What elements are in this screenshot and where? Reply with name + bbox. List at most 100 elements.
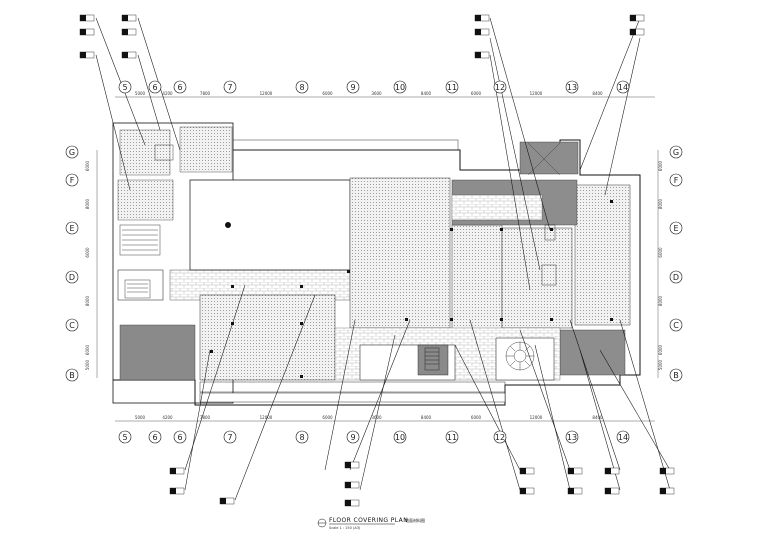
zone-tile-strip xyxy=(451,194,543,221)
grid-bubble-bottom-6: 10 xyxy=(393,430,407,444)
grid-bubble-top-10-label: 14 xyxy=(618,83,628,92)
grid-bubble-left-1: F xyxy=(65,173,79,187)
grid-bubble-top-6-circle xyxy=(393,80,407,94)
tag-d7 xyxy=(659,467,675,475)
tag-a2 xyxy=(121,14,137,22)
grid-bubble-right-4: C xyxy=(669,318,683,332)
dim-right-1: 8000 xyxy=(658,198,663,209)
grid-bubble-right-2-circle xyxy=(669,221,683,235)
zone-corner-dark xyxy=(519,141,579,175)
grid-bubble-left-3-label: D xyxy=(69,273,75,282)
grid-bubble-top-3: 7 xyxy=(223,80,237,94)
drawing-title-cn: 地面材料图 xyxy=(405,517,425,523)
zone-hall-west xyxy=(199,294,336,381)
grid-bubble-bottom-2-circle xyxy=(173,430,187,444)
grid-bubble-top-3-circle xyxy=(223,80,237,94)
tag-d1 xyxy=(519,467,535,475)
grid-bubble-top-1: 6 xyxy=(148,80,162,94)
tag-a3 xyxy=(79,28,95,36)
grid-bubble-right-4-label: C xyxy=(673,321,679,330)
zone-hall-east-c xyxy=(574,184,631,326)
grid-bubble-bottom-1-circle xyxy=(148,430,162,444)
dim-top-8: 12000 xyxy=(530,91,543,96)
grid-bubble-bottom-3: 7 xyxy=(223,430,237,444)
dim-bottom-0: 5000 xyxy=(135,415,146,420)
tag-a4 xyxy=(121,28,137,36)
grid-bubble-right-1-circle xyxy=(669,173,683,187)
tag-d5 xyxy=(604,467,620,475)
zone-atrium-void xyxy=(189,179,351,271)
dim-bottom-1: 4200 xyxy=(162,415,173,420)
tag-d3 xyxy=(567,467,583,475)
dim-right-2: 6000 xyxy=(658,247,663,258)
grid-bubble-left-4: C xyxy=(65,318,79,332)
grid-bubble-bottom-7-circle xyxy=(445,430,459,444)
drawing-scale: Scale 1 : 150 (A3) xyxy=(329,526,361,530)
callout-tags xyxy=(79,14,675,507)
tag-c1 xyxy=(169,467,185,475)
grid-bubble-top-5-label: 9 xyxy=(350,83,355,92)
grid-bubble-bottom-1: 6 xyxy=(148,430,162,444)
zone-hall-central xyxy=(349,177,451,329)
zone-hall-east-a xyxy=(451,224,503,331)
grid-bubble-right-0-circle xyxy=(669,145,683,159)
grid-bubble-bottom-10-circle xyxy=(616,430,630,444)
drawing-title: FLOOR COVERING PLAN xyxy=(329,517,408,524)
tag-c3 xyxy=(219,497,235,505)
grid-bubble-top-5: 9 xyxy=(346,80,360,94)
grid-bubble-right-4-circle xyxy=(669,318,683,332)
tag-b4 xyxy=(629,14,645,22)
tag-d2 xyxy=(519,487,535,495)
grid-bubble-top-2-circle xyxy=(173,80,187,94)
grid-bubble-left-4-circle xyxy=(65,318,79,332)
tag-c2 xyxy=(169,487,185,495)
grid-bubble-left-0-label: G xyxy=(69,148,75,157)
grid-bubble-bottom-6-label: 10 xyxy=(395,433,405,442)
grid-bubble-left-2-circle xyxy=(65,221,79,235)
tag-a5 xyxy=(79,51,95,59)
dim-bottom-7: 6000 xyxy=(471,415,482,420)
grid-bubble-bottom-5-label: 9 xyxy=(350,433,355,442)
grid-bubble-right-2-label: E xyxy=(673,224,678,233)
tag-b2 xyxy=(474,28,490,36)
grid-bubble-top-3-label: 7 xyxy=(227,83,232,92)
grid-bubble-bottom-0: 5 xyxy=(118,430,132,444)
grid-bubble-bottom-4: 8 xyxy=(295,430,309,444)
grid-bubble-bottom-0-label: 5 xyxy=(122,433,127,442)
grid-bubble-right-1: F xyxy=(669,173,683,187)
grid-bubble-right-3: D xyxy=(669,270,683,284)
tag-a6 xyxy=(121,51,137,59)
grid-bubble-right-2: E xyxy=(669,221,683,235)
grid-bubble-right-5: B xyxy=(669,368,683,382)
grid-bubble-left-1-circle xyxy=(65,173,79,187)
grid-bubble-top-10-circle xyxy=(616,80,630,94)
grid-bubble-bottom-4-circle xyxy=(295,430,309,444)
grid-bubble-bottom-3-circle xyxy=(223,430,237,444)
zone-left-lower xyxy=(119,324,196,381)
grid-bubble-top-9-circle xyxy=(565,80,579,94)
grid-bubble-top-9: 13 xyxy=(565,80,579,94)
grid-bubble-bottom-7-label: 11 xyxy=(447,433,457,442)
tag-b1 xyxy=(474,14,490,22)
dimension-text-top: 5000500042004200780078001200012000600060… xyxy=(135,91,603,420)
zone-left-service xyxy=(179,126,233,173)
dim-top-9: 8400 xyxy=(592,91,603,96)
drawing-title-block: FLOOR COVERING PLAN Scale 1 : 150 (A3) 地… xyxy=(317,517,425,530)
tag-a1 xyxy=(79,14,95,22)
dim-right-4: 6000 xyxy=(658,344,663,355)
grid-bubble-top-2-label: 6 xyxy=(177,83,182,92)
grid-bubble-top-4-circle xyxy=(295,80,309,94)
grid-bubble-right-1-label: F xyxy=(674,176,679,185)
zone-left-upper xyxy=(119,129,171,176)
structural-columns xyxy=(210,200,613,378)
grid-bubble-top-5-circle xyxy=(346,80,360,94)
grid-bubble-bottom-7: 11 xyxy=(445,430,459,444)
dim-left-2: 6000 xyxy=(85,247,90,258)
grid-bubble-top-4: 8 xyxy=(295,80,309,94)
dim-bottom-4: 6000 xyxy=(322,415,333,420)
